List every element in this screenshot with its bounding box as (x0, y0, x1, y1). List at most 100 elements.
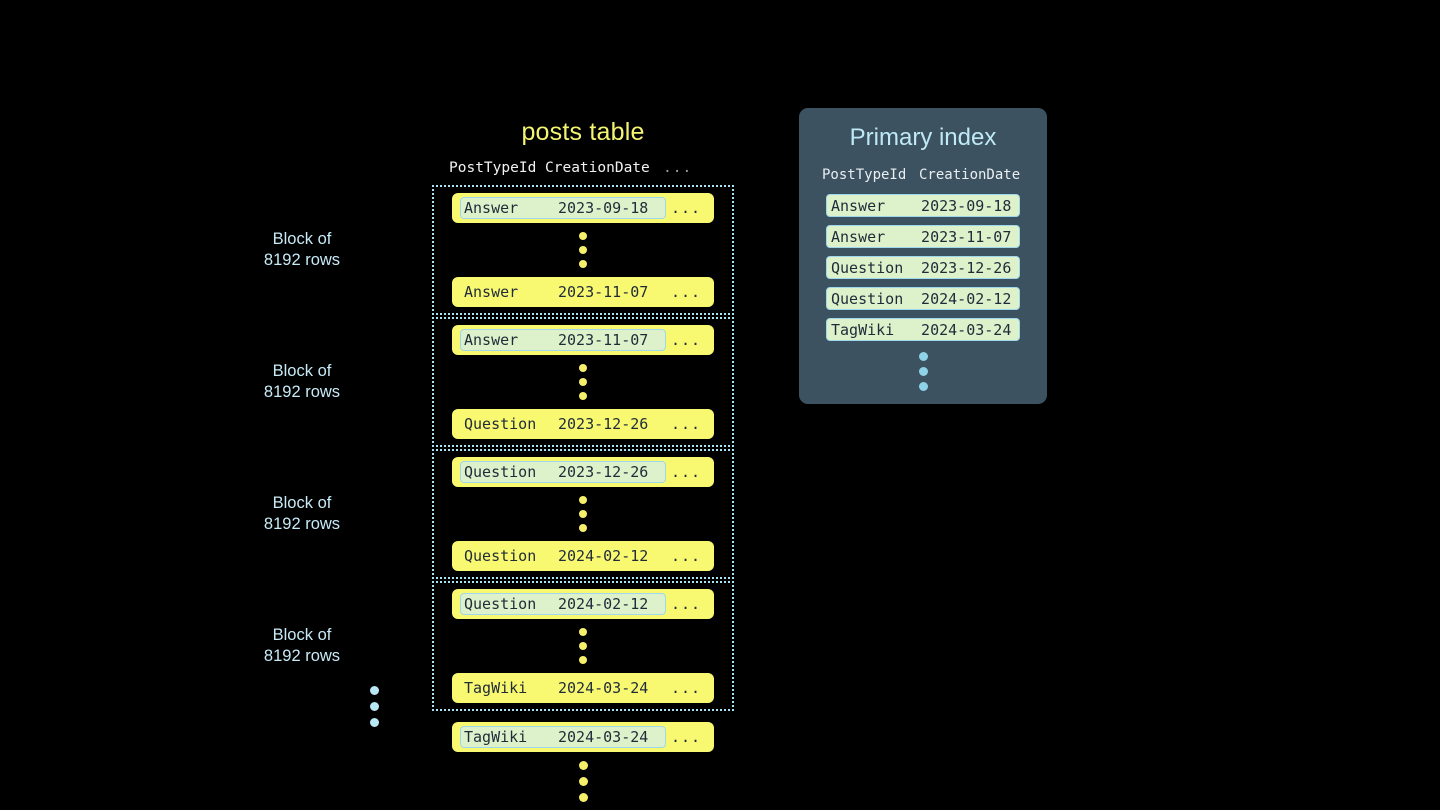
column-header-creationdate: CreationDate (545, 160, 650, 176)
table-row[interactable]: Answer 2023-09-18 ... (452, 193, 714, 223)
block-label: Block of 8192 rows (263, 626, 341, 665)
table-row[interactable]: Answer 2023-11-07 ... (452, 325, 714, 355)
table-row[interactable]: Answer 2023-11-07 ... (452, 277, 714, 307)
cell-posttypeid: TagWiki (464, 679, 528, 697)
dot (578, 793, 588, 802)
cell-creationdate: 2023-11-07 (558, 283, 649, 301)
cell-creationdate: 2024-03-24 (558, 679, 649, 697)
row-key-highlight: Question 2024-02-12 (460, 593, 666, 615)
cell-posttypeid: Answer (464, 199, 519, 217)
posts-table-column-headers: PostTypeId CreationDate ... (432, 160, 734, 176)
block-label: Block of 8192 rows (263, 494, 341, 533)
index-row[interactable]: Question 2024-02-12 (826, 287, 1020, 310)
cell-posttypeid: Question (464, 595, 537, 613)
primary-index-panel: Primary index PostTypeId CreationDate An… (799, 108, 1047, 404)
dot (918, 367, 928, 376)
cell-creationdate: 2024-03-24 (558, 728, 649, 746)
index-row[interactable]: Answer 2023-09-18 (826, 194, 1020, 217)
dot (578, 761, 588, 770)
cell-posttypeid: Question (831, 258, 904, 277)
vertical-ellipsis-icon (434, 355, 732, 409)
cell-ellipsis: ... (670, 728, 702, 746)
cell-ellipsis: ... (670, 679, 702, 697)
cell-ellipsis: ... (670, 415, 702, 433)
index-row[interactable]: Question 2023-12-26 (826, 256, 1020, 279)
vertical-ellipsis-icon (434, 223, 732, 277)
column-header-ellipsis: ... (663, 160, 693, 176)
table-row[interactable]: Question 2023-12-26 ... (452, 409, 714, 439)
cell-creationdate: 2024-02-12 (558, 547, 649, 565)
cell-creationdate: 2023-11-07 (558, 331, 649, 349)
row-keys: Question 2023-12-26 (460, 415, 666, 433)
cell-creationdate: 2023-11-07 (921, 227, 1012, 246)
row-keys: Question 2024-02-12 (460, 547, 666, 565)
row-key-highlight: Question 2023-12-26 (460, 461, 666, 483)
cell-ellipsis: ... (670, 463, 702, 481)
cell-ellipsis: ... (670, 331, 702, 349)
table-block: Block of 8192 rows Question 2024-02-12 .… (264, 581, 734, 711)
posts-table-section: posts table PostTypeId CreationDate ... … (264, 118, 734, 802)
column-header-creationdate: CreationDate (919, 167, 1021, 183)
table-row[interactable]: TagWiki 2024-03-24 ... (452, 673, 714, 703)
cell-creationdate: 2023-12-26 (558, 463, 649, 481)
dot (579, 378, 587, 386)
cell-posttypeid: Answer (831, 196, 886, 215)
dot (370, 718, 379, 727)
dot (918, 352, 928, 361)
dot (579, 524, 587, 532)
dot (579, 260, 587, 268)
dot (579, 628, 587, 636)
dot (579, 246, 587, 254)
column-header-posttypeid: PostTypeId (822, 167, 907, 183)
cell-posttypeid: Question (464, 415, 537, 433)
table-continuation-ellipsis-icon (432, 761, 734, 802)
row-keys: TagWiki 2024-03-24 (460, 679, 666, 697)
index-row[interactable]: TagWiki 2024-03-24 (826, 318, 1020, 341)
dot (370, 702, 379, 711)
cell-posttypeid: Question (464, 547, 537, 565)
row-keys: Answer 2023-11-07 (460, 283, 666, 301)
dot (579, 232, 587, 240)
dot (579, 510, 587, 518)
row-key-highlight: TagWiki 2024-03-24 (460, 726, 666, 748)
cell-creationdate: 2024-02-12 (921, 289, 1012, 308)
block-continuation-ellipsis-icon (370, 686, 379, 727)
vertical-ellipsis-icon (434, 487, 732, 541)
cell-creationdate: 2023-12-26 (558, 415, 649, 433)
column-header-posttypeid: PostTypeId (449, 160, 537, 176)
cell-posttypeid: Question (464, 463, 537, 481)
cell-posttypeid: TagWiki (831, 320, 895, 339)
dot (370, 686, 379, 695)
cell-posttypeid: Answer (464, 331, 519, 349)
cell-creationdate: 2024-03-24 (921, 320, 1012, 339)
cell-ellipsis: ... (670, 547, 702, 565)
cell-ellipsis: ... (670, 283, 702, 301)
primary-index-rows: Answer 2023-09-18 Answer 2023-11-07 Ques… (799, 194, 1047, 341)
cell-creationdate: 2023-12-26 (921, 258, 1012, 277)
table-row[interactable]: Question 2024-02-12 ... (452, 541, 714, 571)
table-row[interactable]: Question 2023-12-26 ... (452, 457, 714, 487)
dot (578, 777, 588, 786)
table-block: Block of 8192 rows Answer 2023-11-07 ...… (264, 317, 734, 447)
block-label: Block of 8192 rows (263, 362, 341, 401)
row-key-highlight: Answer 2023-11-07 (460, 329, 666, 351)
cell-creationdate: 2023-09-18 (921, 196, 1012, 215)
cell-posttypeid: Answer (464, 283, 519, 301)
dot (579, 392, 587, 400)
index-row[interactable]: Answer 2023-11-07 (826, 225, 1020, 248)
dot (579, 364, 587, 372)
table-block: Block of 8192 rows Question 2023-12-26 .… (264, 449, 734, 579)
block-label: Block of 8192 rows (263, 230, 341, 269)
cell-ellipsis: ... (670, 595, 702, 613)
table-row[interactable]: Question 2024-02-12 ... (452, 589, 714, 619)
dot (918, 382, 928, 391)
cell-posttypeid: Question (831, 289, 904, 308)
row-key-highlight: Answer 2023-09-18 (460, 197, 666, 219)
dot (579, 656, 587, 664)
vertical-ellipsis-icon (434, 619, 732, 673)
table-row[interactable]: TagWiki 2024-03-24 ... (452, 722, 714, 752)
primary-index-column-headers: PostTypeId CreationDate (799, 167, 1047, 183)
cell-creationdate: 2023-09-18 (558, 199, 649, 217)
posts-table-title: posts table (521, 118, 645, 146)
